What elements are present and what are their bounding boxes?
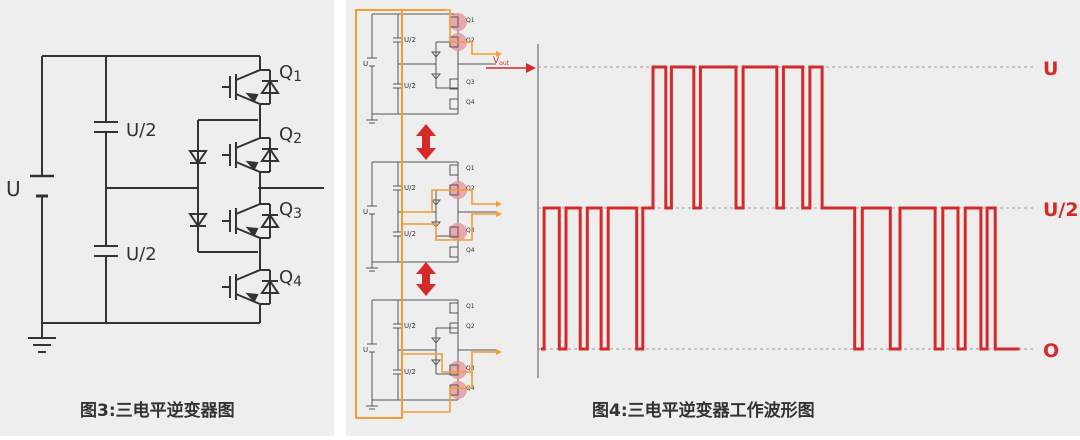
switch-q2 xyxy=(222,137,280,173)
switch-label: Q2 xyxy=(466,323,475,330)
switch-q1 xyxy=(222,69,280,105)
figure3-panel: U U/2 U/2 Q1 Q2 Q3 Q4 图3:三电平逆变器图 xyxy=(0,0,334,436)
switch-label: Q4 xyxy=(466,99,475,106)
small-cap-label: U/2 xyxy=(404,82,416,90)
switch-q3 xyxy=(222,203,280,239)
small-source-label: U xyxy=(363,346,368,354)
switch-label: Q4 xyxy=(466,247,475,254)
source-label: U xyxy=(6,177,21,201)
small-cap-label: U/2 xyxy=(404,368,416,376)
switch-label: Q2 xyxy=(466,37,475,44)
waveform-figure: Q1Q2Q3Q4UU/2U/2Q1Q2Q3Q4UU/2U/2Q1Q2Q3Q4UU… xyxy=(355,9,1079,419)
q4-label: Q4 xyxy=(279,267,302,290)
three-level-inverter-schematic: U U/2 U/2 Q1 Q2 Q3 Q4 xyxy=(6,55,324,353)
switch-label: Q1 xyxy=(466,17,475,24)
small-cap-label: U/2 xyxy=(404,230,416,238)
small-source-label: U xyxy=(363,208,368,216)
switch-label: Q3 xyxy=(466,79,475,86)
vout-arrow: Vout xyxy=(486,56,536,73)
switch-label: Q1 xyxy=(466,303,475,310)
output-voltage-waveform xyxy=(541,65,1020,351)
level-low-label: O xyxy=(1043,340,1059,362)
level-mid-label: U/2 xyxy=(1043,199,1079,221)
small-cap-label: U/2 xyxy=(404,36,416,44)
figure3-caption: 图3:三电平逆变器图 xyxy=(80,401,235,421)
q3-label: Q3 xyxy=(279,199,302,222)
current-paths xyxy=(401,9,502,413)
small-cap-label: U/2 xyxy=(404,322,416,330)
small-cap-label: U/2 xyxy=(404,184,416,192)
q2-label: Q2 xyxy=(279,124,302,147)
state-transition-arrows xyxy=(416,124,436,296)
switch-label: Q1 xyxy=(466,165,475,172)
figure4-caption: 图4:三电平逆变器工作波形图 xyxy=(592,401,815,421)
switch-label: Q2 xyxy=(466,185,475,192)
level-high-label: U xyxy=(1043,58,1058,80)
cap-top-label: U/2 xyxy=(126,120,157,141)
svg-text:Vout: Vout xyxy=(493,56,510,67)
cap-bottom-label: U/2 xyxy=(126,244,157,265)
switch-label: Q3 xyxy=(466,227,475,234)
switch-q4 xyxy=(222,269,280,305)
current-path-frame xyxy=(355,9,446,419)
switch-label: Q3 xyxy=(466,365,475,372)
q1-label: Q1 xyxy=(279,62,302,85)
small-source-label: U xyxy=(363,60,368,68)
